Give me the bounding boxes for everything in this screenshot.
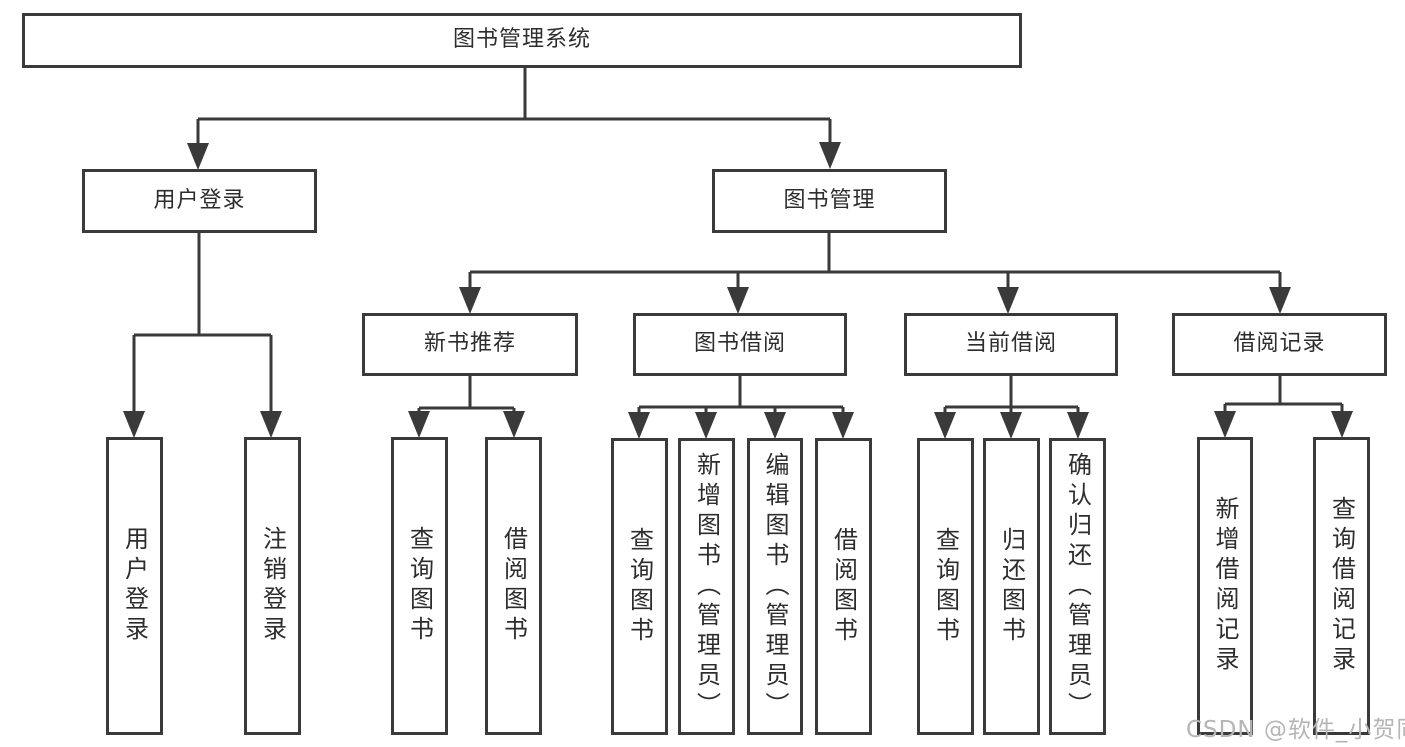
node-book-borrowing: 图书借阅 (633, 313, 847, 376)
node-current-borrowing: 当前借阅 (904, 313, 1118, 376)
node-leaf-add-borrow-record: 新增借阅记录 (1197, 437, 1253, 735)
node-leaf-query-borrow-record: 查询借阅记录 (1313, 437, 1370, 735)
node-leaf-query-books-borrowing: 查询图书 (611, 438, 668, 735)
node-book-management: 图书管理 (712, 169, 947, 233)
node-leaf-confirm-return-admin: 确认归还（管理员） (1049, 438, 1106, 735)
node-leaf-return-books: 归还图书 (983, 438, 1040, 735)
node-leaf-edit-books-admin: 编辑图书（管理员） (747, 438, 803, 735)
node-leaf-query-books-current: 查询图书 (917, 438, 974, 735)
node-leaf-logout: 注销登录 (244, 437, 301, 735)
node-leaf-query-books-recommend: 查询图书 (391, 437, 448, 735)
node-leaf-borrow-books: 借阅图书 (815, 438, 872, 735)
csdn-watermark: CSDN @软件_小贺同学 (1186, 717, 1405, 743)
node-leaf-add-books-admin: 新增图书（管理员） (678, 438, 735, 735)
node-library-management-system: 图书管理系统 (22, 13, 1022, 68)
node-leaf-borrow-books-recommend: 借阅图书 (485, 437, 542, 735)
node-new-book-recommend: 新书推荐 (362, 313, 578, 376)
node-leaf-user-login: 用户登录 (106, 437, 163, 735)
arrowhead-group (123, 142, 1353, 439)
node-user-login: 用户登录 (82, 169, 317, 233)
node-borrowing-records: 借阅记录 (1172, 313, 1387, 376)
